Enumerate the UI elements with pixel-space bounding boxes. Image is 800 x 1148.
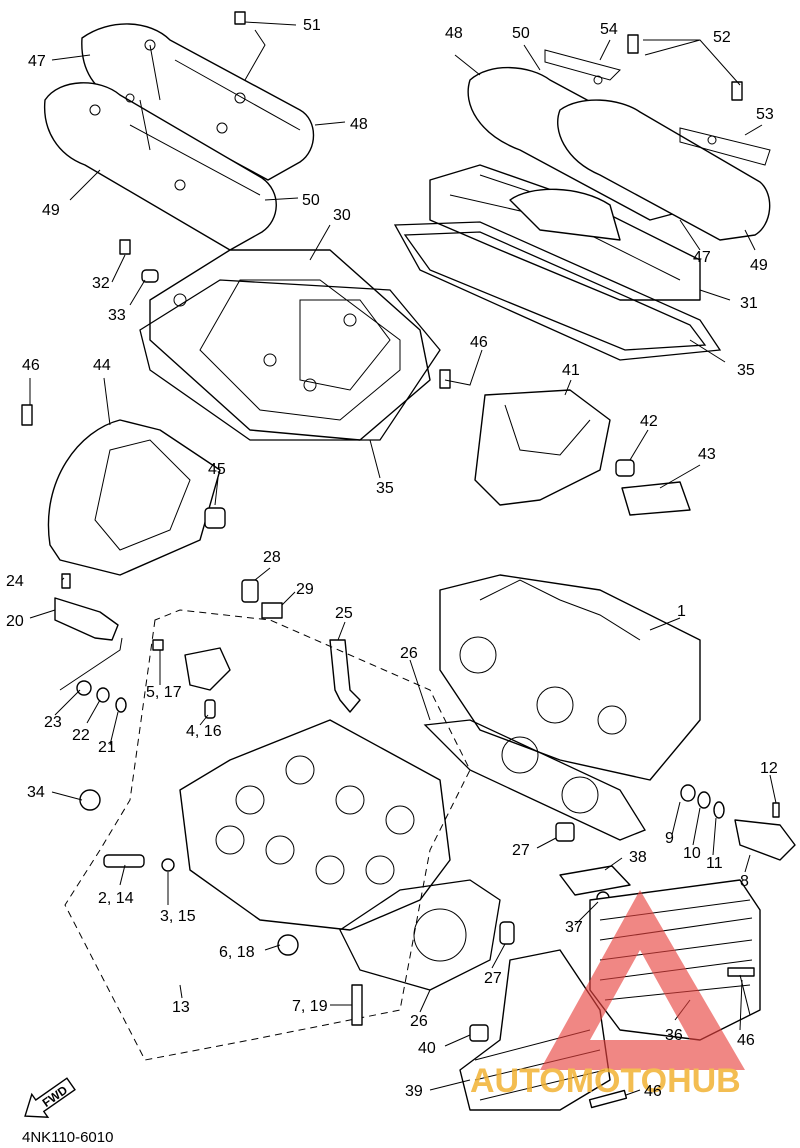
collar-45 bbox=[204, 507, 226, 529]
callout-10: 10 bbox=[683, 845, 701, 862]
callout-32: 32 bbox=[92, 275, 110, 292]
callout-35-a: 35 bbox=[376, 480, 394, 497]
callout-4-16: 4, 16 bbox=[186, 723, 222, 740]
callout-48-a: 48 bbox=[350, 116, 368, 133]
callout-41: 41 bbox=[562, 362, 580, 379]
cylinder-head-right bbox=[439, 574, 701, 781]
callout-27-b: 27 bbox=[484, 970, 502, 987]
leader-lines bbox=[29, 21, 777, 1096]
callout-50-b: 50 bbox=[512, 25, 530, 42]
watermark-text: AUTOMOTOHUB bbox=[470, 1062, 741, 1100]
diagram-code: 4NK110-6010 bbox=[22, 1129, 113, 1146]
callout-29: 29 bbox=[296, 581, 314, 598]
callout-50-a: 50 bbox=[302, 192, 320, 209]
head-cover-left bbox=[149, 249, 431, 441]
head-cover-right bbox=[429, 164, 701, 301]
callout-46-c: 46 bbox=[737, 1032, 755, 1049]
callout-52: 52 bbox=[713, 29, 731, 46]
callout-34: 34 bbox=[27, 784, 45, 801]
callout-25: 25 bbox=[335, 605, 353, 622]
callout-38: 38 bbox=[629, 849, 647, 866]
callout-43: 43 bbox=[698, 446, 716, 463]
callout-1: 1 bbox=[677, 603, 686, 620]
callout-12: 12 bbox=[760, 760, 778, 777]
callout-21: 21 bbox=[98, 739, 116, 756]
callout-37: 37 bbox=[565, 919, 583, 936]
callout-54: 54 bbox=[600, 21, 618, 38]
bracket-41 bbox=[474, 389, 611, 506]
plate-43 bbox=[621, 481, 691, 516]
callout-24: 24 bbox=[6, 573, 24, 590]
callout-49-a: 49 bbox=[42, 202, 60, 219]
callout-11: 11 bbox=[706, 855, 723, 872]
watermark-logo: AUTOMOTOHUB bbox=[470, 890, 745, 1100]
callout-47-b: 47 bbox=[693, 249, 711, 266]
callout-26-a: 26 bbox=[400, 645, 418, 662]
callout-39: 39 bbox=[405, 1083, 423, 1100]
callout-46-b: 46 bbox=[470, 334, 488, 351]
callout-9: 9 bbox=[665, 830, 674, 847]
callout-31: 31 bbox=[740, 295, 758, 312]
callout-42: 42 bbox=[640, 413, 658, 430]
callout-2-14: 2, 14 bbox=[98, 890, 134, 907]
callout-28: 28 bbox=[263, 549, 281, 566]
callout-47-a: 47 bbox=[28, 53, 46, 70]
callout-53: 53 bbox=[756, 106, 774, 123]
cylinder-head-left bbox=[179, 719, 451, 931]
callout-48-b: 48 bbox=[445, 25, 463, 42]
callout-51: 51 bbox=[303, 17, 321, 34]
rear-heat-shield-group bbox=[467, 49, 771, 241]
callout-7-19: 7, 19 bbox=[292, 998, 328, 1015]
callout-33: 33 bbox=[108, 307, 126, 324]
sensor-20 bbox=[54, 597, 119, 641]
callout-46-d: 46 bbox=[644, 1083, 662, 1100]
side-cover-44 bbox=[47, 419, 221, 576]
callout-13: 13 bbox=[172, 999, 190, 1016]
callout-45: 45 bbox=[208, 461, 226, 478]
callout-35-b: 35 bbox=[737, 362, 755, 379]
callout-49-b: 49 bbox=[750, 257, 768, 274]
callout-44: 44 bbox=[93, 357, 111, 374]
callout-36: 36 bbox=[665, 1027, 683, 1044]
callout-46-a: 46 bbox=[22, 357, 40, 374]
fwd-arrow: FWD bbox=[24, 1077, 76, 1118]
front-heat-shield-group bbox=[43, 23, 315, 251]
callout-27-a: 27 bbox=[512, 842, 530, 859]
callouts: 51 47 48 49 50 30 32 33 46 44 45 35 48 5… bbox=[6, 17, 778, 1100]
collar-42 bbox=[615, 459, 635, 477]
callout-5-17: 5, 17 bbox=[146, 684, 182, 701]
callout-40: 40 bbox=[418, 1040, 436, 1057]
callout-26-b: 26 bbox=[410, 1013, 428, 1030]
callout-3-15: 3, 15 bbox=[160, 908, 196, 925]
callout-6-18: 6, 18 bbox=[219, 944, 255, 961]
callout-22: 22 bbox=[72, 727, 90, 744]
callout-8: 8 bbox=[740, 873, 749, 890]
callout-23: 23 bbox=[44, 714, 62, 731]
callout-30: 30 bbox=[333, 207, 351, 224]
callout-20: 20 bbox=[6, 613, 24, 630]
